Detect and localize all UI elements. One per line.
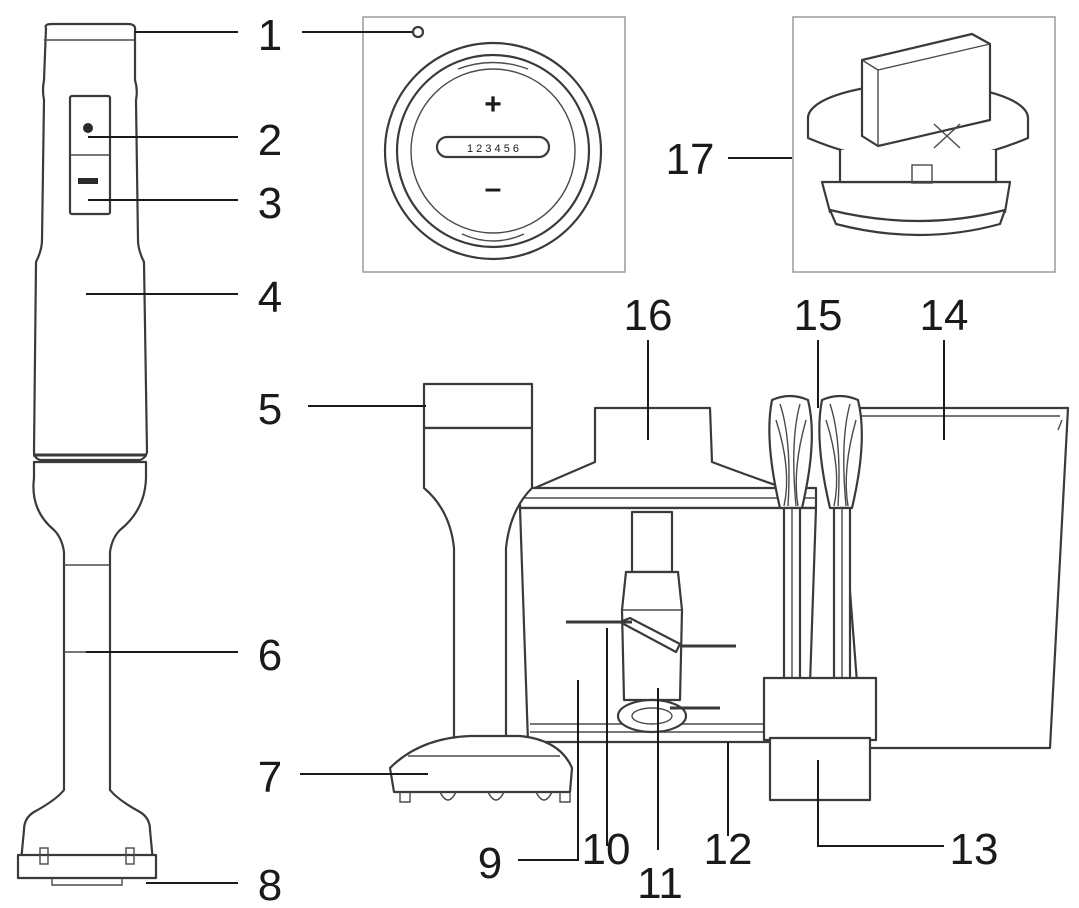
speed-plus-label: + — [484, 88, 502, 121]
measuring-beaker — [834, 406, 1070, 750]
whisk-gearbox-inset — [792, 16, 1056, 273]
callout-3: 3 — [258, 179, 282, 228]
callout-16: 16 — [624, 291, 673, 340]
callout-13: 13 — [950, 825, 999, 874]
callout-5: 5 — [258, 385, 282, 434]
callout-labels: 1 2 3 4 5 6 7 8 9 10 11 12 13 14 15 16 1… — [258, 11, 999, 908]
whisk-gearbox — [762, 676, 878, 802]
callout-14: 14 — [920, 291, 969, 340]
callout-17: 17 — [666, 135, 715, 184]
hand-blender-motor-unit — [32, 22, 149, 462]
callout-10: 10 — [582, 825, 631, 874]
callout-7: 7 — [258, 753, 282, 802]
blender-shaft-attachment — [16, 460, 158, 886]
callout-1: 1 — [258, 11, 282, 60]
twin-whisks — [768, 394, 863, 686]
chopper-assembly — [518, 406, 818, 744]
callout-6: 6 — [258, 631, 282, 680]
callout-12: 12 — [704, 825, 753, 874]
callout-9: 9 — [478, 839, 502, 888]
callout-15: 15 — [794, 291, 843, 340]
speed-dial-inset: + – 1 2 3 4 5 6 — [362, 16, 626, 273]
callout-8: 8 — [258, 861, 282, 903]
callout-11: 11 — [637, 859, 683, 903]
leader-lines — [86, 25, 945, 884]
callout-2: 2 — [258, 116, 282, 165]
callout-4: 4 — [258, 273, 282, 322]
speed-scale-label: 1 2 3 4 5 6 — [467, 143, 519, 155]
chopper-base-ring — [388, 734, 574, 803]
speed-minus-label: – — [485, 172, 502, 205]
chopper-motor-coupler — [422, 382, 534, 744]
